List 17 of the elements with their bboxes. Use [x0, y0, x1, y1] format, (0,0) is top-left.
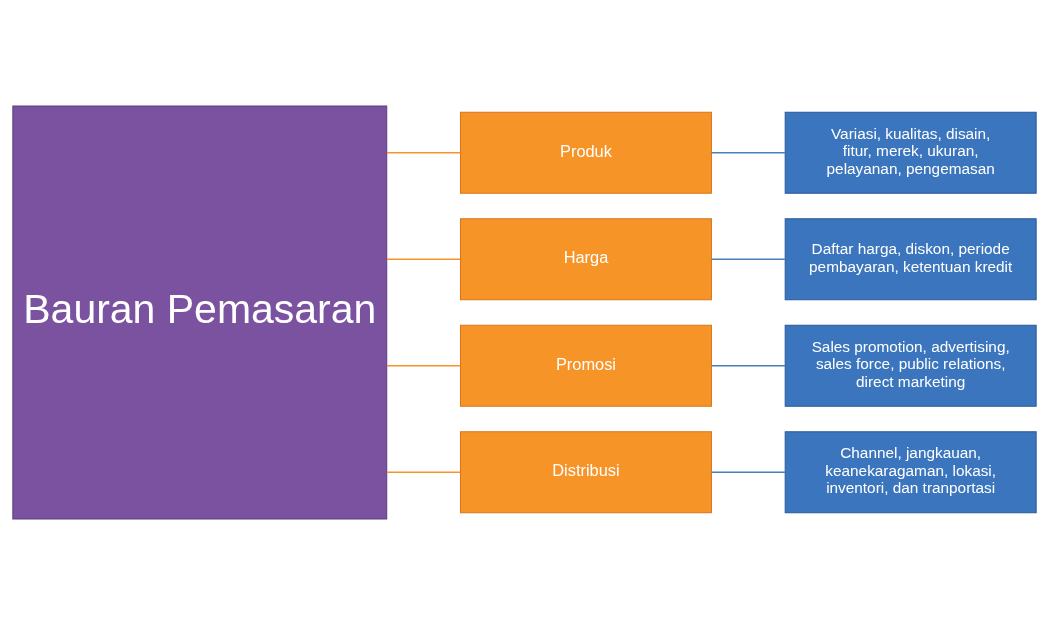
connector: [386, 365, 462, 367]
node-box: Variasi, kualitas, disain, fitur, merek, ukuran, pelayanan, pengemasan: [784, 111, 1037, 194]
connector: [386, 471, 462, 474]
node-box: Sales promotion, advertising, sales force, public relations, direct marketing: [784, 324, 1037, 407]
node-box: Distribusi: [459, 431, 712, 514]
connector: [710, 151, 786, 154]
connector: [710, 365, 786, 367]
connector: [386, 258, 462, 260]
connector: [386, 151, 462, 154]
node-box: Harga: [459, 218, 712, 301]
node-box: Daftar harga, diskon, periode pembayaran, ketentuan kredit: [784, 218, 1037, 301]
node-box: Bauran Pemasaran: [12, 105, 388, 520]
node-box: Produk: [459, 111, 712, 194]
node-box: Channel, jangkauan, keanekaragaman, lokasi, inventori, dan tranportasi: [784, 431, 1037, 514]
connector: [710, 258, 786, 260]
connector: [710, 471, 786, 474]
node-box: Promosi: [459, 324, 712, 407]
